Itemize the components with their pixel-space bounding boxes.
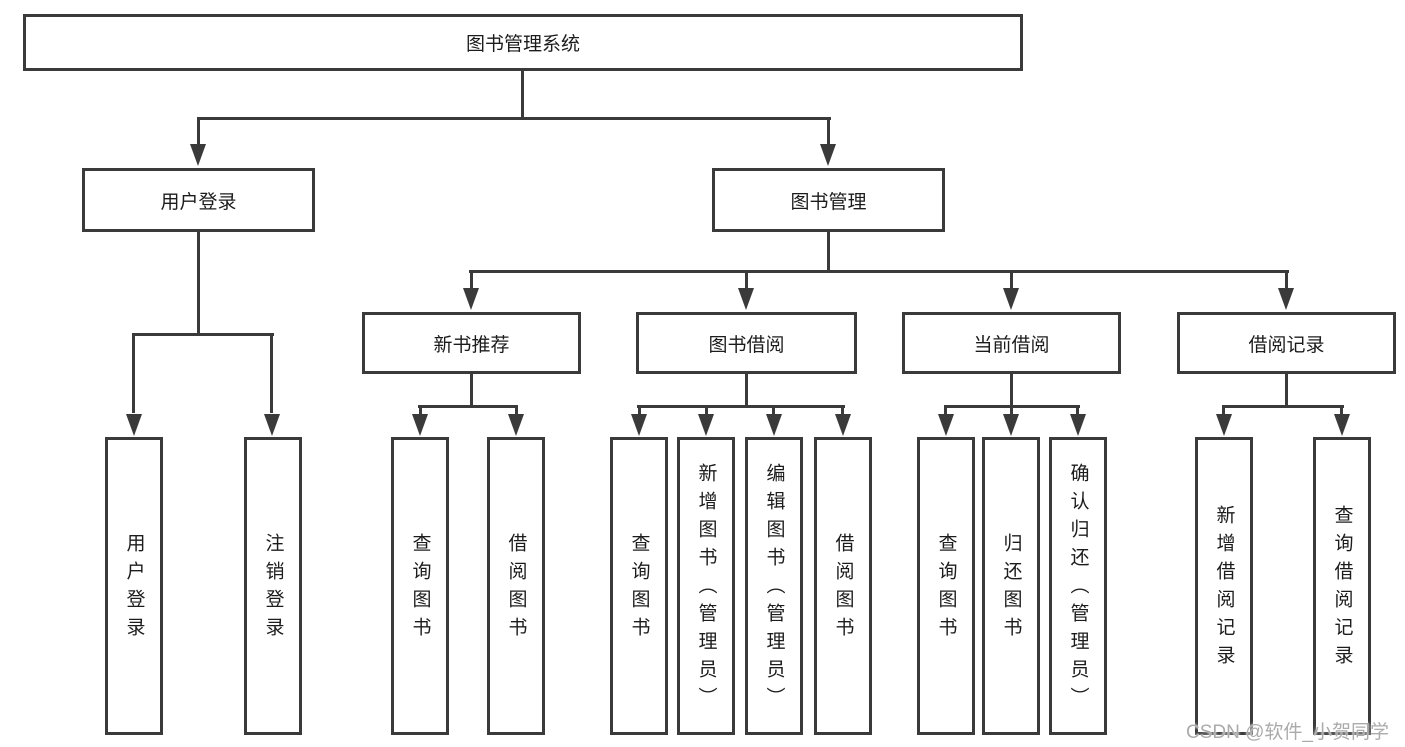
node-confirm-return-admin: 确认归还（管理员） — [1049, 437, 1107, 735]
connector-line — [419, 405, 422, 416]
connector-line — [745, 270, 748, 290]
connector-line — [637, 405, 845, 408]
node-add-borrow-record: 新增借阅记录 — [1195, 437, 1253, 735]
arrow-down-icon — [463, 288, 479, 310]
connector-line — [1010, 270, 1013, 290]
arrow-down-icon — [412, 414, 428, 436]
connector-line — [1010, 405, 1013, 416]
node-new-book-recommend: 新书推荐 — [362, 312, 581, 374]
node-borrow-book-1: 借阅图书 — [487, 437, 545, 735]
arrow-down-icon — [508, 414, 524, 436]
node-query-borrow-record: 查询借阅记录 — [1313, 437, 1371, 735]
node-query-book-1: 查询图书 — [391, 437, 449, 735]
connector-line — [1076, 405, 1079, 416]
arrow-down-icon — [1216, 414, 1232, 436]
connector-line — [827, 117, 830, 145]
arrow-down-icon — [126, 414, 142, 436]
node-user-login-leaf: 用户登录 — [105, 437, 163, 735]
connector-line — [197, 117, 831, 120]
connector-line — [521, 71, 524, 118]
node-return-book: 归还图书 — [982, 437, 1040, 735]
arrow-down-icon — [1003, 414, 1019, 436]
connector-line — [270, 333, 273, 413]
arrow-down-icon — [1278, 288, 1294, 310]
connector-line — [1340, 405, 1343, 416]
arrow-down-icon — [631, 414, 647, 436]
connector-line — [705, 405, 708, 416]
connector-line — [418, 405, 518, 408]
node-book-management: 图书管理 — [712, 168, 945, 232]
connector-line — [515, 405, 518, 416]
connector-line — [469, 270, 1289, 273]
arrow-down-icon — [738, 288, 754, 310]
node-logout: 注销登录 — [244, 437, 302, 735]
connector-line — [470, 270, 473, 290]
connector-line — [1285, 374, 1288, 407]
node-current-borrow: 当前借阅 — [902, 312, 1121, 374]
node-book-borrow: 图书借阅 — [636, 312, 857, 374]
connector-line — [1285, 270, 1288, 290]
arrow-down-icon — [835, 414, 851, 436]
node-user-login: 用户登录 — [82, 168, 315, 232]
node-add-book-admin: 新增图书（管理员） — [677, 437, 735, 735]
arrow-down-icon — [820, 144, 836, 166]
node-borrow-record: 借阅记录 — [1177, 312, 1396, 374]
arrow-down-icon — [1334, 414, 1350, 436]
node-edit-book-admin: 编辑图书（管理员） — [745, 437, 803, 735]
connector-line — [1222, 405, 1225, 416]
node-query-book-3: 查询图书 — [917, 437, 975, 735]
arrow-down-icon — [938, 414, 954, 436]
connector-line — [772, 405, 775, 416]
connector-line — [132, 333, 135, 413]
connector-line — [470, 374, 473, 407]
arrow-down-icon — [264, 414, 280, 436]
connector-line — [1222, 405, 1344, 408]
connector-line — [197, 117, 200, 145]
connector-line — [841, 405, 844, 416]
connector-line — [745, 374, 748, 407]
connector-line — [827, 232, 830, 273]
node-borrow-book-2: 借阅图书 — [814, 437, 872, 735]
arrow-down-icon — [1003, 288, 1019, 310]
csdn-watermark: CSDN @软件_小贺同学 — [1186, 722, 1389, 743]
connector-line — [1010, 374, 1013, 407]
arrow-down-icon — [190, 144, 206, 166]
node-query-book-2: 查询图书 — [610, 437, 668, 735]
connector-line — [638, 405, 641, 416]
arrow-down-icon — [766, 414, 782, 436]
arrow-down-icon — [698, 414, 714, 436]
connector-line — [197, 232, 200, 334]
connector-line — [944, 405, 947, 416]
connector-line — [132, 333, 274, 336]
arrow-down-icon — [1070, 414, 1086, 436]
node-root: 图书管理系统 — [23, 14, 1023, 71]
